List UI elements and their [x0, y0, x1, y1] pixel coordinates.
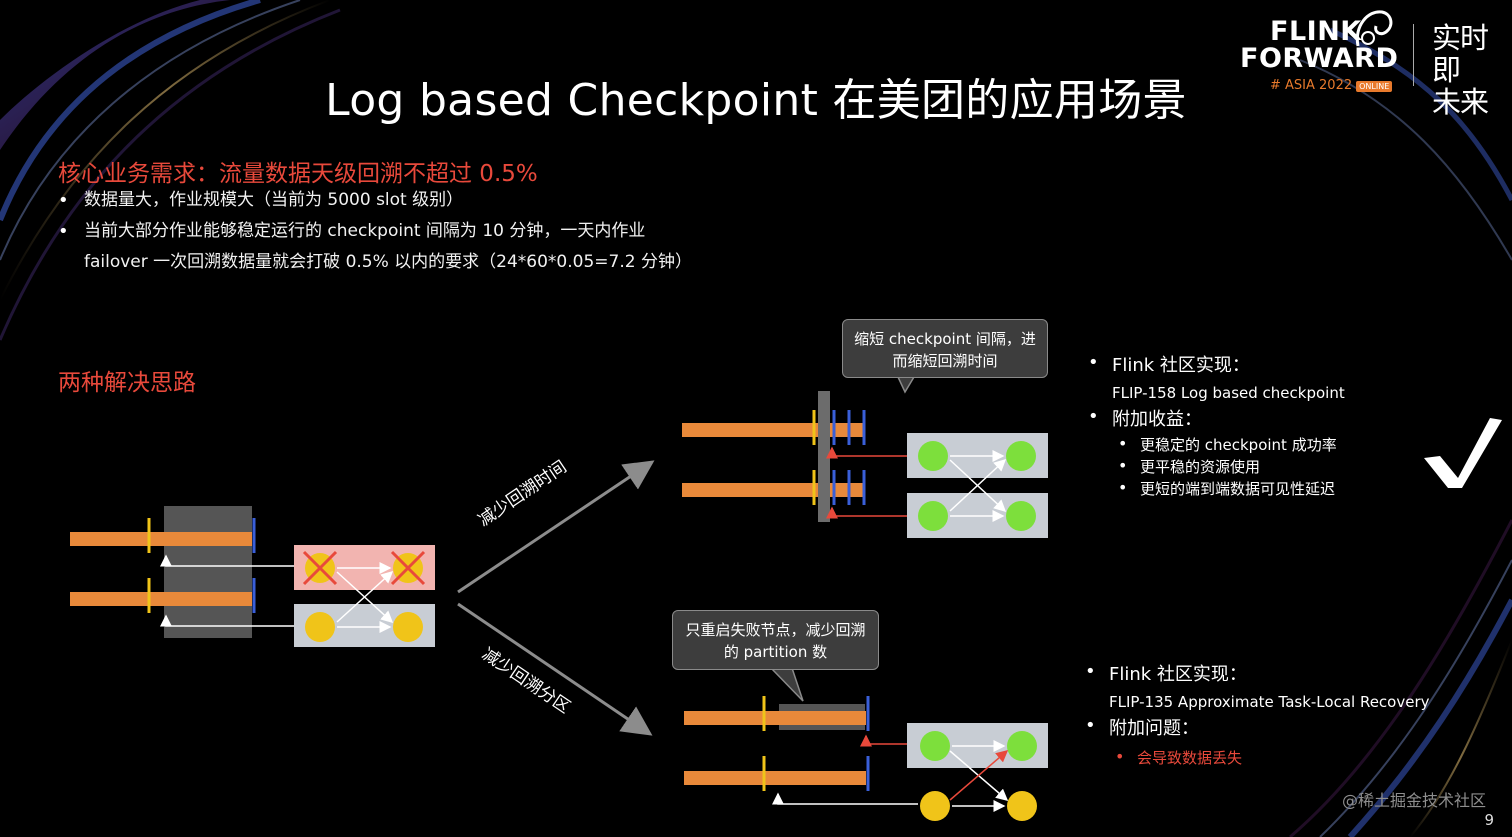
callout-top-line2: 而缩短回溯时间	[892, 352, 998, 370]
logo-slogan-top: 实时即	[1432, 21, 1489, 87]
bottom-stream-bar-2	[684, 771, 866, 785]
arrow-reduce-time	[457, 460, 655, 594]
top-job-diagram	[682, 376, 1048, 538]
callout-bottom-pointer	[770, 667, 804, 702]
callout-bottom: 只重启失败节点，减少回溯 的 partition 数	[672, 610, 879, 670]
requirement-item: 数据量大，作业规模大（当前为 5000 slot 级别）	[58, 185, 758, 216]
right-panel-top: Flink 社区实现： FLIP-158 Log based checkpoin…	[1086, 352, 1466, 500]
watermark: @稀土掘金技术社区	[1341, 791, 1486, 810]
left-stream-bar-2	[70, 592, 252, 606]
extra-problems-label: 附加问题：	[1109, 718, 1199, 739]
fail-cross-icon	[390, 550, 426, 586]
left-node-4	[393, 612, 423, 642]
requirement-item: 当前大部分作业能够稳定运行的 checkpoint 间隔为 10 分钟，一天内作…	[58, 216, 758, 247]
benefit-item: 更短的端到端数据可见性延迟	[1118, 477, 1466, 500]
arrow-reduce-partition	[457, 602, 653, 736]
top-stream-bar-1	[682, 423, 864, 437]
requirement-item-continuation: failover 一次回溯数据量就会打破 0.5% 以内的要求（24*60*0.…	[84, 252, 692, 272]
benefit-item: 更稳定的 checkpoint 成功率	[1118, 433, 1466, 456]
slide-title: Log based Checkpoint 在美团的应用场景	[325, 75, 1187, 126]
logo-divider	[1413, 24, 1414, 86]
logo-flink-text: FLINK	[1270, 16, 1362, 47]
left-job-diagram	[70, 506, 435, 647]
callout-top: 缩短 checkpoint 间隔，进 而缩短回溯时间	[842, 319, 1048, 378]
top-frequent-barriers	[832, 410, 866, 505]
right-panel-bottom: Flink 社区实现： FLIP-135 Approximate Task-Lo…	[1083, 661, 1483, 769]
logo-online-badge: ONLINE	[1356, 81, 1393, 92]
requirements-heading: 核心业务需求：流量数据天级回溯不超过 0.5%	[58, 161, 538, 187]
page-number: 9	[1484, 811, 1494, 829]
logo-forward-text: FORWARD	[1240, 43, 1399, 74]
callout-bottom-line1: 只重启失败节点，减少回溯	[685, 621, 866, 639]
top-stream-bar-2	[682, 483, 864, 497]
bottom-job-diagram	[684, 667, 1048, 821]
requirements-list: 数据量大，作业规模大（当前为 5000 slot 级别） 当前大部分作业能够稳定…	[58, 185, 758, 278]
left-stream-bar-1	[70, 532, 252, 546]
community-impl-label: Flink 社区实现：	[1112, 355, 1250, 376]
community-impl-value: FLIP-135 Approximate Task-Local Recovery	[1109, 693, 1430, 711]
logo-slogan: 实时即 未来	[1432, 22, 1512, 118]
callout-top-pointer	[897, 376, 915, 394]
left-rollback-window	[164, 506, 252, 638]
callout-bottom-line2: 的 partition 数	[723, 643, 828, 661]
logo-asia-text: # ASIA 2022	[1270, 78, 1353, 93]
fail-cross-icon	[302, 550, 338, 586]
extra-benefits-label: 附加收益：	[1112, 409, 1202, 430]
solutions-label: 两种解决思路	[58, 370, 196, 396]
bottom-stream-bar-1	[684, 711, 866, 725]
benefit-item: 更平稳的资源使用	[1118, 455, 1466, 478]
squirrel-logo-icon	[1355, 10, 1393, 47]
community-impl-value: FLIP-158 Log based checkpoint	[1112, 384, 1345, 402]
logo-slogan-bottom: 未来	[1432, 85, 1489, 119]
left-node-3	[305, 612, 335, 642]
top-rollback-window	[818, 391, 830, 522]
community-impl-label: Flink 社区实现：	[1109, 664, 1247, 685]
problem-item: 会导致数据丢失	[1115, 746, 1483, 769]
callout-top-line1: 缩短 checkpoint 间隔，进	[854, 330, 1036, 348]
